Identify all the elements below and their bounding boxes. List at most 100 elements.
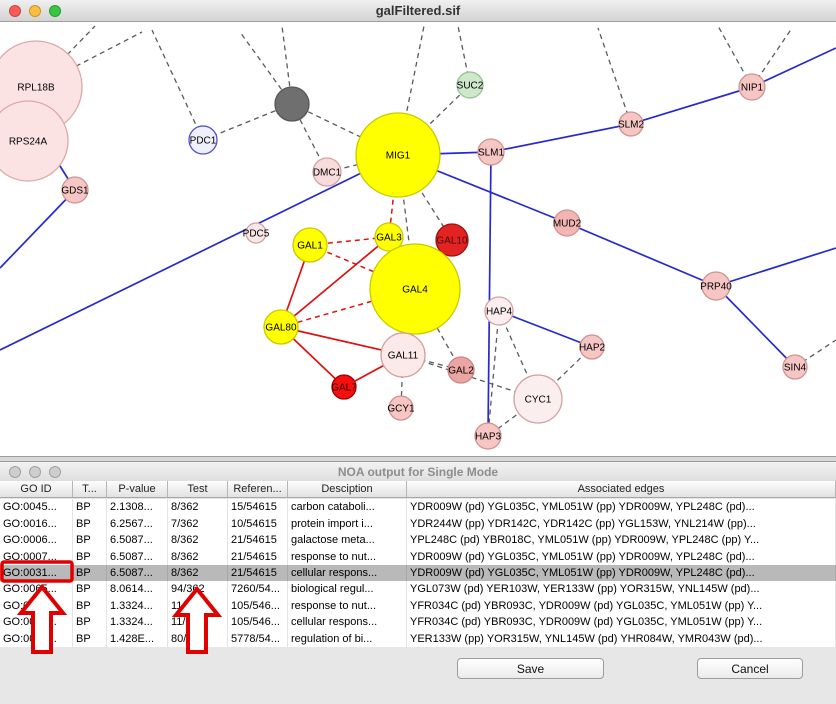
save-button[interactable]: Save xyxy=(457,658,604,679)
graph-node-gal2[interactable]: GAL2 xyxy=(447,356,475,384)
zoom-button[interactable] xyxy=(49,465,61,478)
cell-p-value: 6.2567... xyxy=(107,515,168,532)
graph-node-gal7[interactable]: GAL7 xyxy=(331,374,357,400)
cell-type: BP xyxy=(73,499,107,516)
graph-node-nip1[interactable]: NIP1 xyxy=(738,73,766,101)
network-edge xyxy=(498,310,593,348)
network-edge xyxy=(0,154,399,351)
graph-node-gcy1[interactable]: GCY1 xyxy=(387,395,415,421)
network-edge xyxy=(715,247,836,287)
graph-node-rps24a[interactable]: RPS24A xyxy=(0,100,69,182)
graph-node-suc2[interactable]: SUC2 xyxy=(456,71,484,99)
network-edge xyxy=(397,154,453,241)
node-label: HAP4 xyxy=(486,307,513,318)
cell-test: 7/362 xyxy=(168,515,228,532)
cell-test: 11/362 xyxy=(168,614,228,631)
cell-test: 8/362 xyxy=(168,548,228,565)
cell-type: BP xyxy=(73,581,107,598)
graph-node-gal10[interactable]: GAL10 xyxy=(435,223,469,257)
graph-node-prp40[interactable]: PRP40 xyxy=(700,271,732,301)
close-button[interactable] xyxy=(9,465,21,478)
cell-p-value: 2.1308... xyxy=(107,499,168,516)
network-edge xyxy=(794,339,836,368)
cell-type: BP xyxy=(73,614,107,631)
cell-p-value: 1.3324... xyxy=(107,597,168,615)
minimize-button[interactable] xyxy=(29,465,41,478)
graph-node-unlabeled[interactable] xyxy=(274,86,310,122)
node-label: GAL11 xyxy=(388,351,419,362)
column-header-description[interactable]: Desciption xyxy=(288,481,407,497)
graph-node-mud2[interactable]: MUD2 xyxy=(553,209,582,237)
cell-go-id: GO:0031... xyxy=(0,614,73,631)
cell-description: response to nut... xyxy=(288,597,407,615)
cell-reference: 5778/54... xyxy=(228,630,288,647)
network-edge xyxy=(487,310,500,437)
graph-node-gal80[interactable]: GAL80 xyxy=(263,309,299,345)
graph-node-dmc1[interactable]: DMC1 xyxy=(312,157,342,187)
graph-node-gal1[interactable]: GAL1 xyxy=(292,227,328,263)
cell-go-id: GO:0006... xyxy=(0,531,73,549)
graph-node-sin4[interactable]: SIN4 xyxy=(782,354,808,380)
network-edge xyxy=(291,103,399,156)
graph-node-hap4[interactable]: HAP4 xyxy=(484,296,514,326)
cell-reference: 21/54615 xyxy=(228,531,288,549)
graph-node-gal3[interactable]: GAL3 xyxy=(374,222,404,252)
cell-associated-edges: YDR244W (pp) YDR142C, YDR142C (pp) YGL15… xyxy=(407,515,836,532)
cell-p-value: 8.0614... xyxy=(107,581,168,598)
cell-type: BP xyxy=(73,564,107,582)
network-edge xyxy=(630,86,753,125)
graph-node-slm1[interactable]: SLM1 xyxy=(477,138,505,166)
node-label: RPL18B xyxy=(17,83,55,94)
close-button[interactable] xyxy=(9,4,21,17)
column-header-go-id[interactable]: GO ID xyxy=(0,481,73,497)
zoom-button[interactable] xyxy=(49,4,61,17)
graph-node-mig1[interactable]: MIG1 xyxy=(355,112,441,198)
cell-associated-edges: YFR034C (pd) YBR093C, YDR009W (pd) YGL03… xyxy=(407,597,836,615)
cell-type: BP xyxy=(73,531,107,549)
graph-node-pdc5[interactable]: PDC5 xyxy=(243,222,270,244)
graph-node-gal4[interactable]: GAL4 xyxy=(369,243,461,335)
node-label: MIG1 xyxy=(386,151,411,162)
column-header-type[interactable]: T... xyxy=(73,481,107,497)
node-label: PDC1 xyxy=(190,136,217,147)
node-label: GAL7 xyxy=(331,383,357,394)
column-header-associated-edges[interactable]: Associated edges xyxy=(407,481,836,497)
network-edge xyxy=(566,222,717,287)
column-header-p-value[interactable]: P-value xyxy=(107,481,168,497)
noa-window-titlebar[interactable]: NOA output for Single Mode xyxy=(0,462,836,482)
network-edge xyxy=(498,310,539,400)
cell-description: response to nut... xyxy=(288,548,407,565)
cell-p-value: 6.5087... xyxy=(107,531,168,549)
cell-associated-edges: YDR009W (pd) YGL035C, YML051W (pp) YDR00… xyxy=(407,548,836,565)
column-header-reference[interactable]: Referen... xyxy=(228,481,288,497)
column-header-test[interactable]: Test xyxy=(168,481,228,497)
graph-node-hap2[interactable]: HAP2 xyxy=(579,334,606,360)
graph-node-slm2[interactable]: SLM2 xyxy=(618,111,645,137)
cell-type: BP xyxy=(73,515,107,532)
network-edge xyxy=(239,31,293,105)
graph-node-pdc1[interactable]: PDC1 xyxy=(188,125,218,155)
graph-window-titlebar[interactable]: galFiltered.sif xyxy=(0,0,836,22)
graph-node-gal11[interactable]: GAL11 xyxy=(380,332,426,378)
graph-node-hap3[interactable]: HAP3 xyxy=(474,422,502,450)
graph-node-gds1[interactable]: GDS1 xyxy=(61,176,89,204)
cancel-button[interactable]: Cancel xyxy=(697,658,803,679)
graph-node-cyc1[interactable]: CYC1 xyxy=(513,374,563,424)
minimize-button[interactable] xyxy=(29,4,41,17)
graph-window-title: galFiltered.sif xyxy=(375,3,461,18)
cell-description: carbon cataboli... xyxy=(288,499,407,516)
cell-go-id: GO:0016... xyxy=(0,515,73,532)
